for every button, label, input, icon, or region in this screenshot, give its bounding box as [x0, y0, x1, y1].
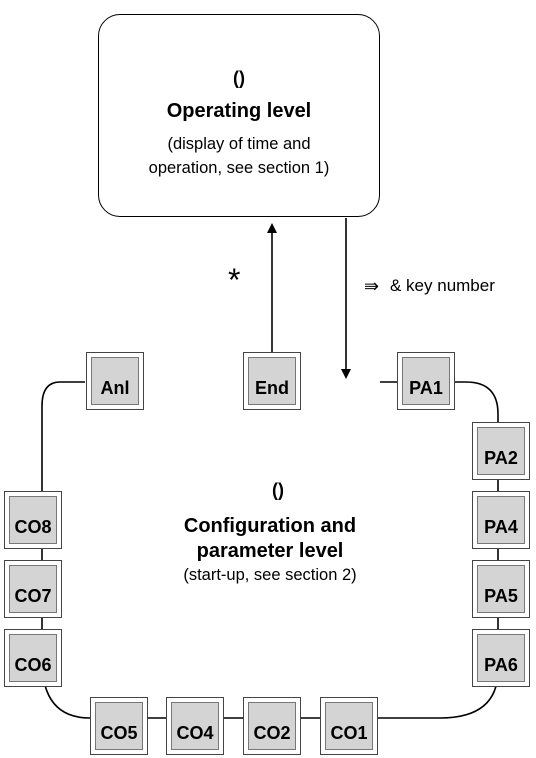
tile-pa1-label: PA1: [409, 378, 443, 398]
enter-arrow-icon: ⇛: [364, 276, 380, 296]
tile-end-label: End: [255, 378, 289, 398]
tile-co5[interactable]: CO5: [90, 697, 148, 755]
tile-pa1[interactable]: PA1: [397, 352, 455, 410]
configuration-level-title-line2: parameter level: [196, 540, 344, 562]
operating-level-subtitle-line1: (display of time and: [167, 135, 311, 153]
tile-end[interactable]: End: [243, 352, 301, 410]
tile-co7[interactable]: CO7: [4, 560, 62, 618]
configuration-level-symbol: (): [272, 480, 284, 500]
operating-level-subtitle-line2: operation, see section 1): [148, 159, 330, 177]
tile-pa2-label: PA2: [484, 448, 518, 468]
tile-co8-label: CO8: [14, 517, 52, 537]
operating-level-title: Operating level: [166, 100, 312, 122]
tile-pa4-label: PA4: [484, 517, 518, 537]
tile-co1-label: CO1: [330, 723, 368, 743]
operating-level-symbol: (): [233, 68, 245, 88]
tile-co7-label: CO7: [14, 586, 52, 606]
configuration-level-subtitle: (start-up, see section 2): [183, 566, 357, 584]
tile-co5-label: CO5: [100, 723, 138, 743]
tile-co1[interactable]: CO1: [320, 697, 378, 755]
tile-pa2[interactable]: PA2: [472, 422, 530, 480]
tile-co6-label: CO6: [14, 655, 52, 675]
tile-co6[interactable]: CO6: [4, 629, 62, 687]
tile-pa6[interactable]: PA6: [472, 629, 530, 687]
tile-co8[interactable]: CO8: [4, 491, 62, 549]
key-number-label: & key number: [390, 276, 495, 295]
operating-level-subtitle: (display of time and operation, see sect…: [99, 132, 379, 180]
tile-pa5-label: PA5: [484, 586, 518, 606]
tile-pa5[interactable]: PA5: [472, 560, 530, 618]
tile-co2[interactable]: CO2: [243, 697, 301, 755]
configuration-level-title: Configuration and parameter level: [120, 514, 420, 564]
tile-anl-label: Anl: [100, 378, 130, 398]
tile-co2-label: CO2: [253, 723, 291, 743]
asterisk-exit-symbol: *: [228, 262, 241, 298]
configuration-level-title-line1: Configuration and: [183, 515, 357, 537]
tile-co4[interactable]: CO4: [166, 697, 224, 755]
tile-pa6-label: PA6: [484, 655, 518, 675]
tile-anl[interactable]: Anl: [86, 352, 144, 410]
operating-level-box: () Operating level (display of time and …: [98, 14, 380, 217]
tile-co4-label: CO4: [176, 723, 214, 743]
tile-pa4[interactable]: PA4: [472, 491, 530, 549]
